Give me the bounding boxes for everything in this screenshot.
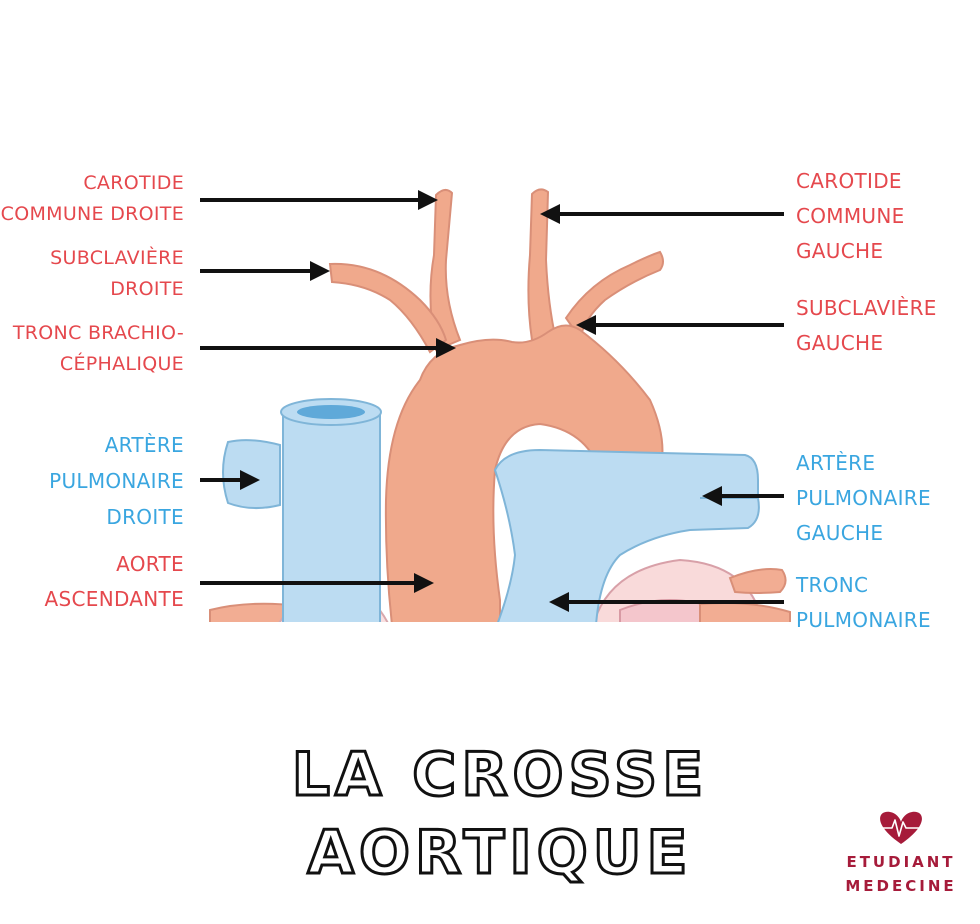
label-artere-pulmonaire-droite: ARTÈRE PULMONAIRE DROITE — [0, 427, 184, 535]
label-line: DROITE — [110, 278, 184, 300]
label-line: TRONC — [796, 573, 869, 597]
label-line: DROITE — [106, 505, 184, 529]
aorta — [328, 188, 664, 622]
label-line: ARTÈRE — [796, 451, 876, 475]
label-line: SUBCLAVIÈRE — [50, 247, 184, 269]
label-subclaviere-droite: SUBCLAVIÈRE DROITE — [0, 243, 184, 305]
label-line: CÉPHALIQUE — [59, 353, 184, 375]
heart-pulse-icon — [880, 811, 922, 844]
label-carotide-commune-gauche: CAROTIDE COMMUNE GAUCHE — [796, 164, 905, 269]
label-line: PULMONAIRE — [796, 486, 931, 510]
title-line-2: AORTIQUE — [306, 817, 693, 890]
arrows — [200, 190, 784, 612]
heart-tissue — [209, 558, 791, 622]
label-line: COMMUNE DROITE — [0, 203, 184, 225]
label-artere-pulmonaire-gauche: ARTÈRE PULMONAIRE GAUCHE — [796, 446, 931, 551]
label-line: ARTÈRE — [104, 433, 184, 457]
title-line-1: LA CROSSE — [290, 739, 709, 812]
brand-line-2: MEDECINE — [845, 877, 957, 895]
label-line: TRONC BRACHIO- — [12, 322, 184, 344]
label-line: GAUCHE — [796, 239, 884, 263]
label-line: COMMUNE — [796, 204, 905, 228]
label-line: GAUCHE — [796, 521, 884, 545]
label-line: PULMONAIRE — [796, 608, 931, 632]
label-line: AORTE — [116, 552, 184, 576]
label-carotide-commune-droite: CAROTIDE COMMUNE DROITE — [0, 168, 184, 230]
superior-vena-cava — [222, 398, 382, 622]
label-line: CAROTIDE — [796, 169, 902, 193]
label-subclaviere-gauche: SUBCLAVIÈRE GAUCHE — [796, 291, 937, 361]
brand-logo: ETUDIANT MEDECINE — [838, 850, 964, 898]
brand-line-1: ETUDIANT — [846, 853, 956, 871]
label-tronc-pulmonaire: TRONC PULMONAIRE — [796, 568, 931, 638]
label-line: SUBCLAVIÈRE — [796, 296, 937, 320]
label-line: GAUCHE — [796, 331, 884, 355]
label-line: PULMONAIRE — [49, 469, 184, 493]
label-tronc-brachio-cephalique: TRONC BRACHIO- CÉPHALIQUE — [0, 318, 184, 380]
label-line: ASCENDANTE — [44, 587, 184, 611]
label-line: CAROTIDE — [83, 172, 184, 194]
label-aorte-ascendante: AORTE ASCENDANTE — [0, 547, 184, 617]
